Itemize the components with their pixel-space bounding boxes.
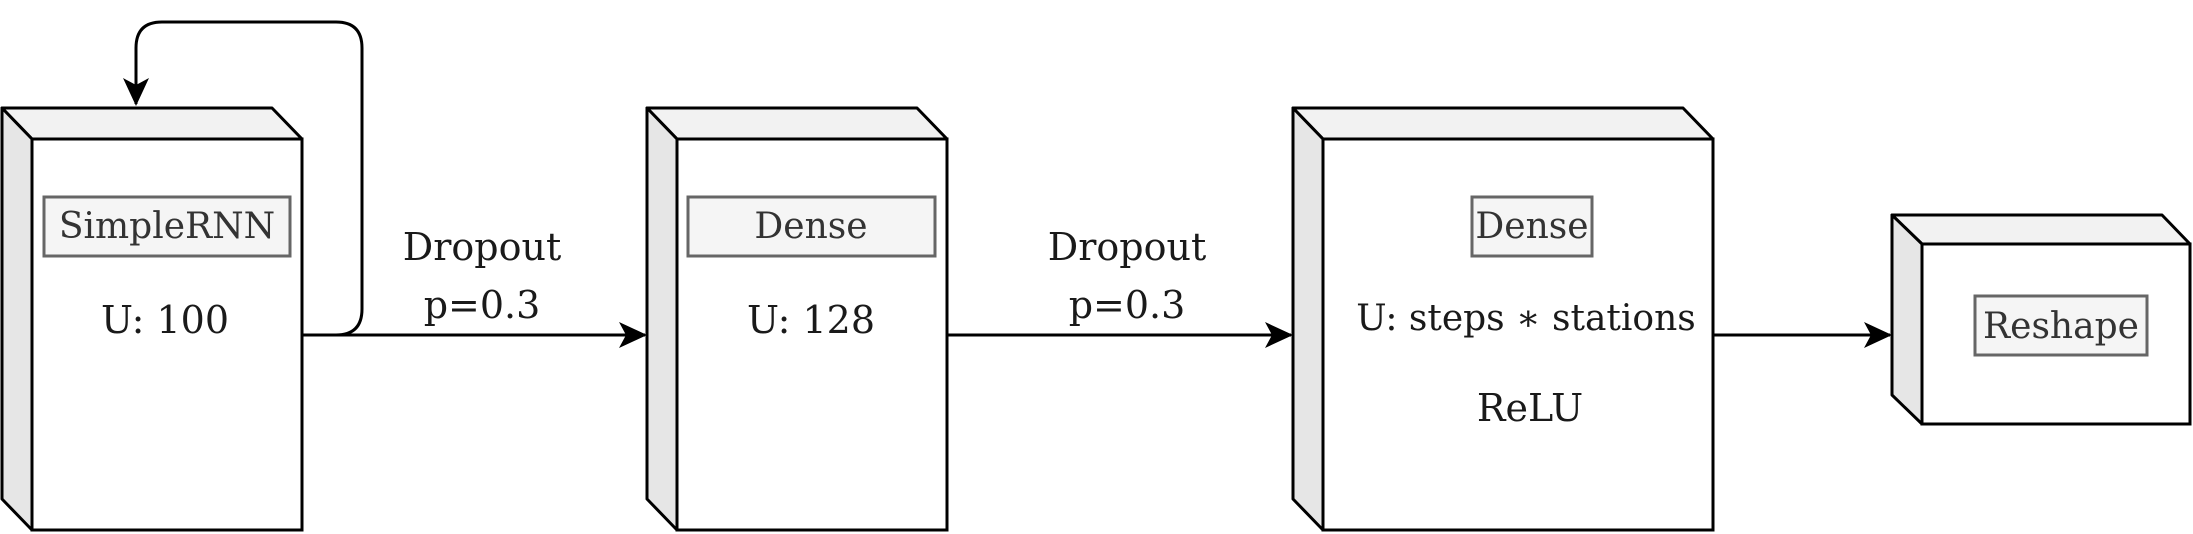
dense-1-block: Dense U: 128	[645, 106, 949, 532]
simple-rnn-top-face	[0, 106, 304, 141]
dense-1-units-label: U: 128	[747, 298, 875, 342]
dense-2-block: Dense U: steps ∗ stations ReLU	[1291, 106, 1715, 532]
simple-rnn-block: SimpleRNN U: 100	[0, 106, 304, 532]
reshape-tag-label: Reshape	[1983, 306, 2139, 347]
dense-2-top-face	[1291, 106, 1715, 141]
dense-1-tag-box	[686, 195, 937, 258]
simple-rnn-tag-box	[42, 195, 292, 258]
edge-1-dropout-label: Dropout	[403, 225, 561, 269]
dense-1-top-face	[645, 106, 949, 141]
dense-1-side-face	[645, 106, 679, 532]
dense-2-units-label: U: steps ∗ stations	[1356, 298, 1695, 339]
edge-2-dropout-label: Dropout	[1048, 225, 1206, 269]
simple-rnn-units-label: U: 100	[101, 298, 229, 342]
simple-rnn-side-face	[0, 106, 34, 532]
dense-2-tag-box	[1470, 195, 1594, 258]
dense-2-activation-label: ReLU	[1477, 386, 1583, 430]
simple-rnn-tag-label: SimpleRNN	[59, 206, 275, 247]
dense-2-tag-label: Dense	[1475, 206, 1588, 247]
reshape-side-face	[1890, 213, 1924, 426]
edge-2-probability-label: p=0.3	[1069, 283, 1186, 327]
reshape-block: Reshape	[1890, 213, 2192, 426]
edge-1-probability-label: p=0.3	[424, 283, 541, 327]
recurrent-loop-edge	[123, 20, 364, 337]
dense-2-side-face	[1291, 106, 1325, 532]
dense-1-tag-label: Dense	[754, 206, 867, 247]
reshape-tag-box	[1973, 294, 2149, 357]
reshape-top-face	[1890, 213, 2192, 246]
